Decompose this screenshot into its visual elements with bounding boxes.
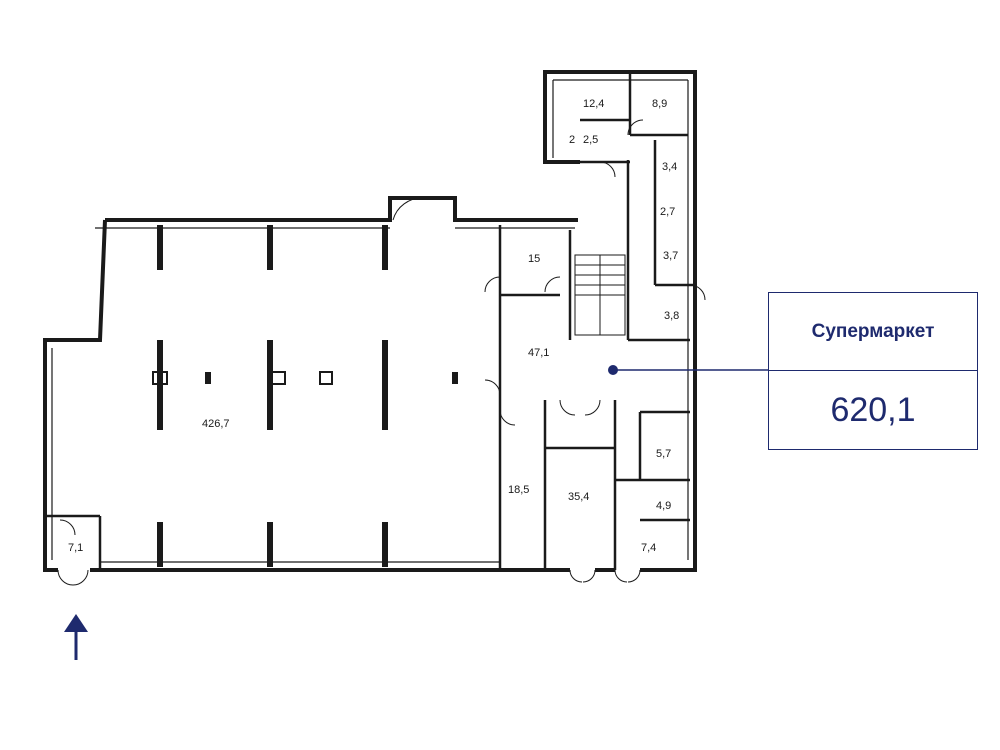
- area-label-room-5-7: 5,7: [656, 448, 671, 460]
- area-label-room-8-9: 8,9: [652, 98, 667, 110]
- area-label-vestibule: 7,1: [68, 542, 83, 554]
- outer-walls: [43, 70, 697, 572]
- area-label-room-18-5: 18,5: [508, 484, 529, 496]
- area-label-room-15: 15: [528, 253, 540, 265]
- area-label-wc-2-5: 2,5: [583, 134, 598, 146]
- staircase: [574, 254, 626, 336]
- area-label-wc-2: 2: [569, 134, 575, 146]
- area-label-room-7-4: 7,4: [641, 542, 656, 554]
- partitions: [46, 72, 695, 570]
- area-label-room-3-7: 3,7: [663, 250, 678, 262]
- doors: [57, 119, 706, 586]
- area-label-room-2-7: 2,7: [660, 206, 675, 218]
- columns: [152, 225, 458, 567]
- area-label-room-4-9: 4,9: [656, 500, 671, 512]
- area-label-room-35-4: 35,4: [568, 491, 589, 503]
- arrow-up-icon: [64, 614, 88, 660]
- area-label-main-hall: 426,7: [202, 418, 230, 430]
- premise-card: Супермаркет 620,1: [768, 292, 978, 450]
- premise-name: Супермаркет: [769, 293, 977, 371]
- area-label-room-3-8: 3,8: [664, 310, 679, 322]
- room-labels: 426,7 47,1 15 18,5 35,4 7,1 12,4 8,9 2 2…: [68, 98, 679, 554]
- premise-total-area: 620,1: [830, 390, 916, 429]
- area-label-corridor: 47,1: [528, 347, 549, 359]
- inner-wall-lines: [51, 79, 689, 563]
- area-label-room-12-4: 12,4: [583, 98, 604, 110]
- area-label-room-3-4: 3,4: [662, 161, 677, 173]
